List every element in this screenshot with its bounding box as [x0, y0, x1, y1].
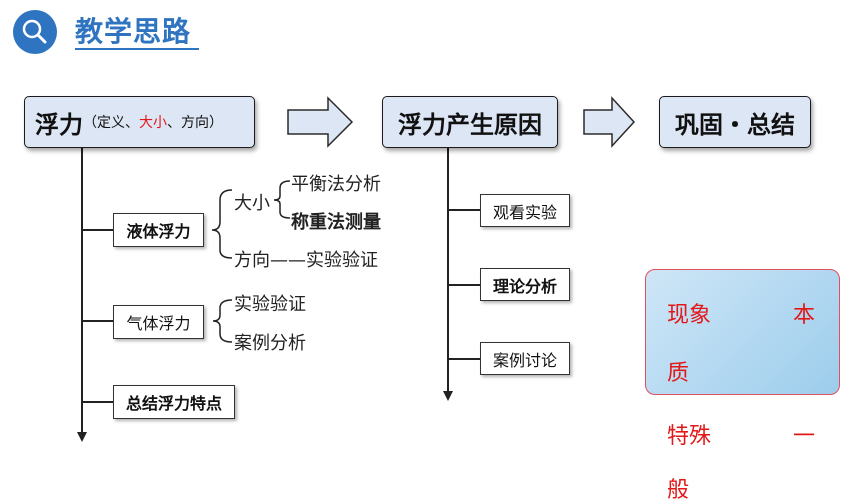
note-special: 特殊 — [667, 424, 712, 449]
fuli-subtitle-highlight: 大小 — [139, 115, 167, 131]
note-phenomenon: 现象 — [667, 303, 712, 328]
fuli-title: 浮力 — [35, 110, 83, 139]
connector-lines — [77, 96, 762, 442]
note-zhi: 质 — [667, 361, 690, 386]
note-ban: 般 — [667, 478, 690, 503]
note-box — [645, 269, 840, 395]
note-yi: 一 — [793, 424, 816, 449]
page-title: 教学思路 — [75, 15, 192, 48]
box-reason: 浮力产生原因 — [382, 96, 558, 148]
box-consolidate: 巩固・总结 — [659, 96, 811, 148]
watch-experiment-box: 观看实验 — [480, 194, 570, 227]
summary-box: 总结浮力特点 — [113, 385, 235, 419]
case-discussion-box: 案例讨论 — [480, 342, 570, 375]
liquid-buoyancy-box: 液体浮力 — [113, 213, 204, 247]
fuli-subtitle-open: （定义、 — [83, 115, 139, 131]
size-label: 大小 — [234, 193, 270, 214]
reason-title: 浮力产生原因 — [398, 110, 542, 139]
consolidate-title: 巩固・总结 — [675, 110, 795, 139]
theory-analysis-box: 理论分析 — [480, 268, 570, 301]
arrow-right-2 — [583, 96, 636, 148]
direction-label: 方向——实验验证 — [234, 250, 378, 271]
box-fuli: 浮力 （定义、大小、方向） — [24, 96, 255, 148]
balance-method: 平衡法分析 — [291, 174, 381, 195]
search-icon — [13, 10, 57, 54]
note-ben: 本 — [793, 303, 816, 328]
fuli-subtitle-rest: 、方向） — [167, 115, 223, 131]
gas-case: 案例分析 — [234, 333, 306, 354]
weighing-method: 称重法测量 — [291, 212, 381, 233]
title-underline — [75, 48, 199, 50]
gas-buoyancy-box: 气体浮力 — [113, 305, 204, 339]
gas-experiment: 实验验证 — [234, 294, 306, 315]
arrow-right-1 — [287, 96, 354, 148]
